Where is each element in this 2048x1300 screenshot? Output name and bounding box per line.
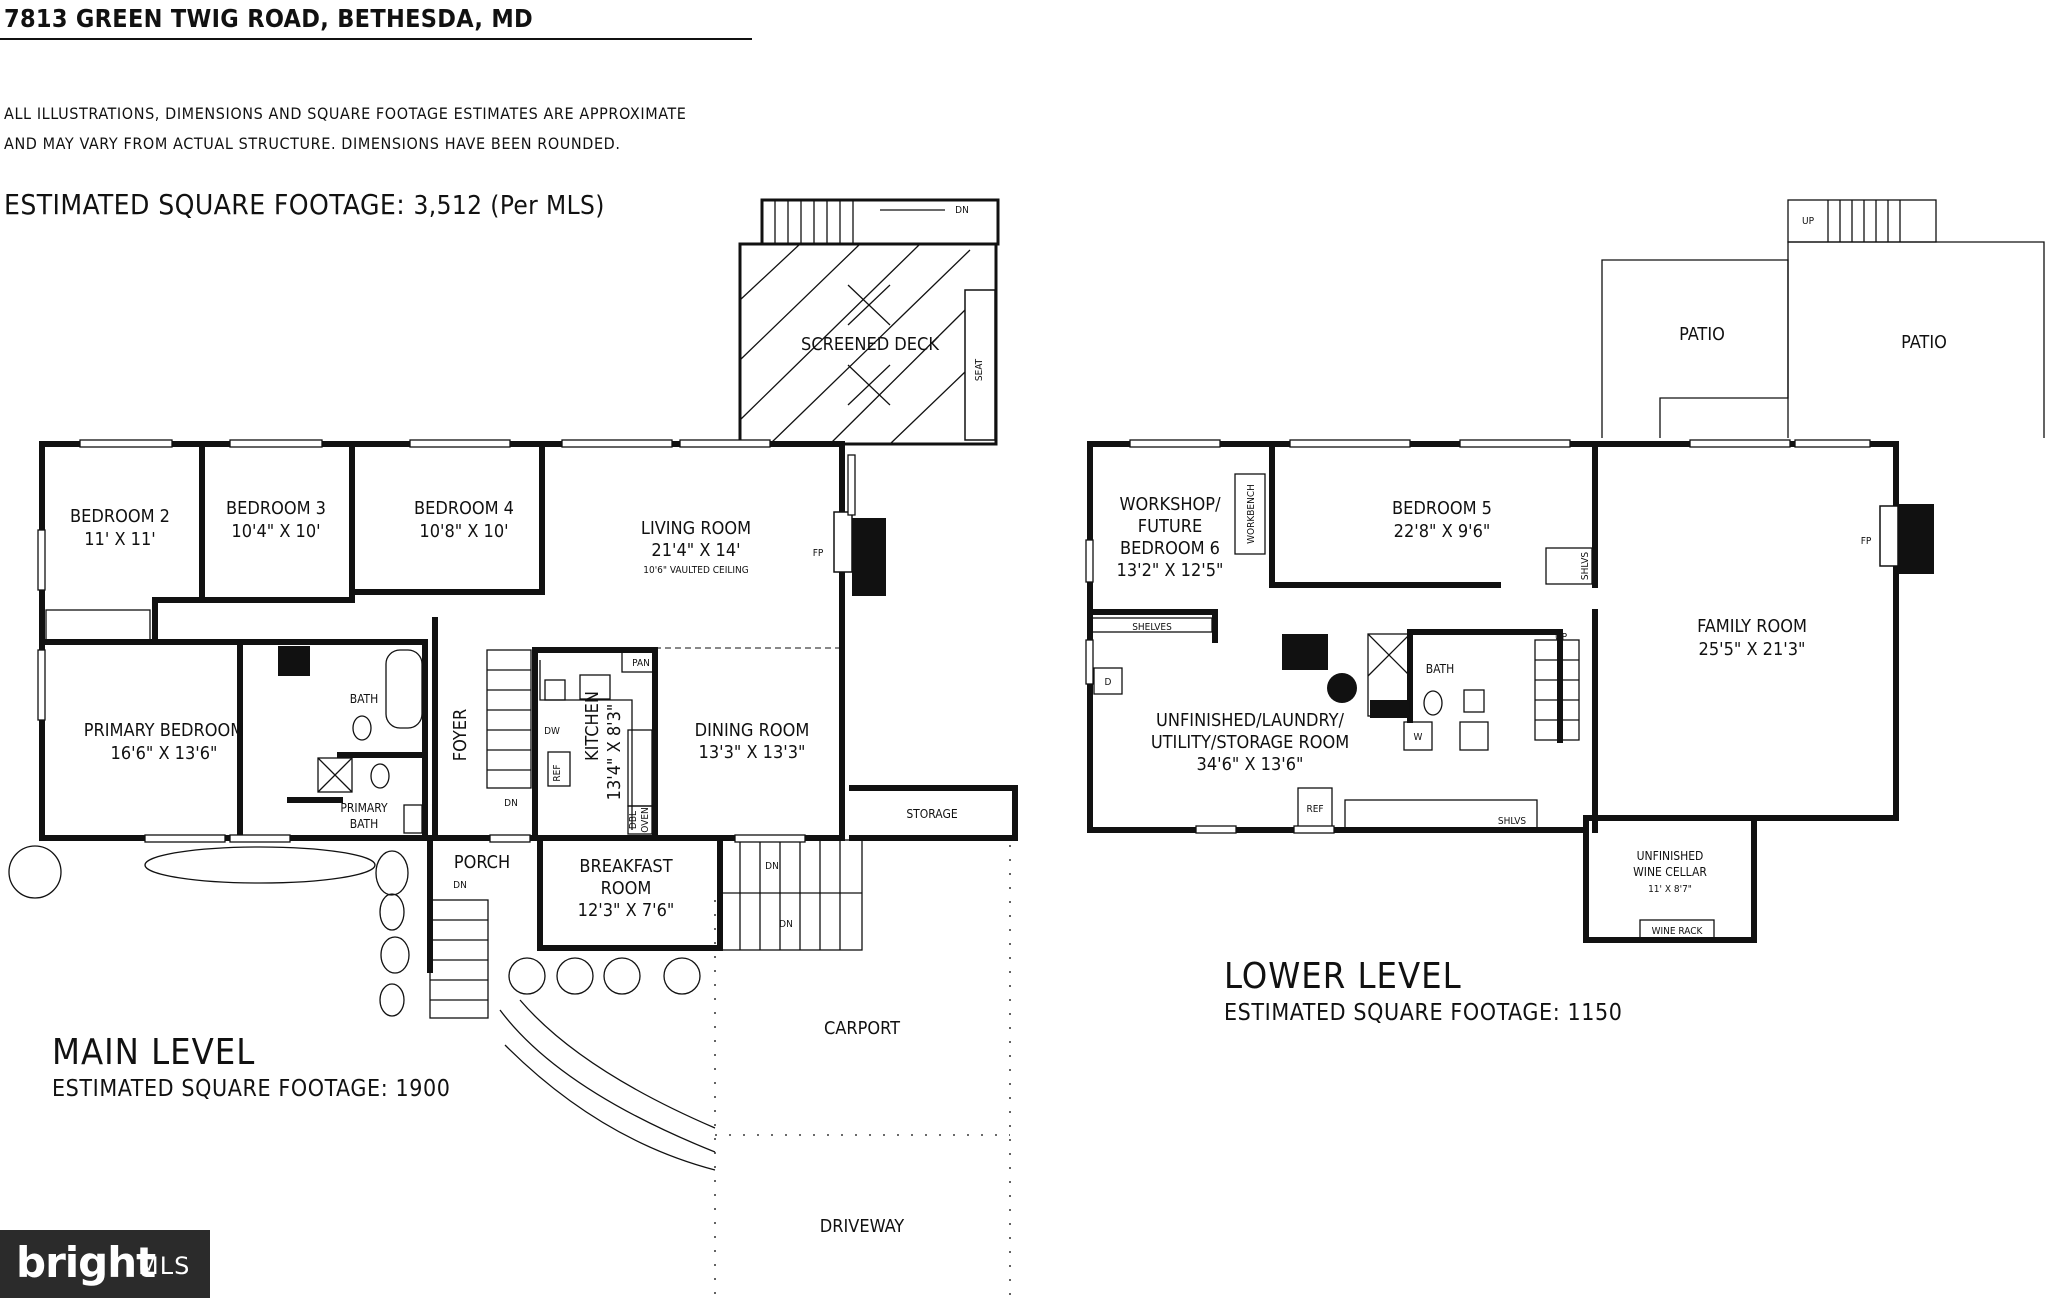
- disclaimer-line-2: AND MAY VARY FROM ACTUAL STRUCTURE. DIME…: [4, 134, 621, 153]
- stairs-down-label: DN: [504, 798, 518, 809]
- carport-label: CARPORT: [824, 1018, 900, 1039]
- room-primary-bath-line1: PRIMARY: [340, 801, 388, 815]
- toilet-icon: [352, 715, 372, 741]
- header-rule: [0, 38, 752, 40]
- room-primary-dims: 16'6" X 13'6": [111, 743, 218, 764]
- double-label: DBL: [628, 811, 639, 829]
- room-workshop-line3: BEDROOM 6: [1120, 538, 1220, 559]
- interior-stairs: [486, 649, 532, 789]
- wine-rack-label: WINE RACK: [1652, 926, 1704, 937]
- room-living-dims: 21'4" X 14': [651, 540, 740, 561]
- deck-stairs-down-label: DN: [955, 205, 969, 216]
- porch-stairs: [429, 899, 489, 1019]
- room-primary-bath-line2: BATH: [350, 817, 379, 831]
- total-sqft-value: 3,512 (Per MLS): [413, 191, 605, 221]
- room-bedroom5-name: BEDROOM 5: [1392, 498, 1492, 519]
- room-bedroom3-dims: 10'4" X 10': [231, 521, 320, 542]
- fireplace-label: FP: [813, 548, 824, 559]
- patio-right-label: PATIO: [1901, 332, 1947, 353]
- wine-cellar-walls: [1583, 815, 1757, 943]
- room-foyer-name: FOYER: [450, 709, 471, 761]
- patio-left-outline: [1601, 259, 1789, 438]
- disclaimer-line-1: ALL ILLUSTRATIONS, DIMENSIONS AND SQUARE…: [4, 104, 687, 123]
- room-bedroom2-dims: 11' X 11': [84, 529, 155, 550]
- driveway-label: DRIVEWAY: [820, 1216, 905, 1237]
- ceiling-fan-icon: [847, 284, 891, 406]
- pantry-label: PAN: [632, 658, 650, 669]
- room-wine-dims: 11' X 8'7": [1648, 884, 1692, 895]
- room-kitchen-dims: 13'4" X 8'3": [604, 704, 625, 801]
- room-bedroom2-name: BEDROOM 2: [70, 506, 170, 527]
- room-laundry-line1: UNFINISHED/LAUNDRY/: [1156, 710, 1344, 731]
- oven-label: OVEN: [640, 807, 651, 832]
- patio-stairs-up-label: UP: [1802, 216, 1815, 227]
- room-workshop-line2: FUTURE: [1138, 516, 1202, 537]
- fireplace-icon-lower: [1898, 504, 1934, 574]
- room-dining-name: DINING ROOM: [695, 720, 810, 741]
- lower-refrigerator-label: REF: [1306, 804, 1323, 815]
- room-laundry-dims: 34'6" X 13'6": [1197, 754, 1304, 775]
- bathtub-icon: [385, 649, 423, 729]
- storage-walls: [849, 785, 1018, 841]
- deck-seat: [964, 289, 996, 441]
- lower-stairs: [1534, 639, 1580, 741]
- room-breakfast-line1: BREAKFAST: [579, 856, 672, 877]
- room-kitchen-name: KITCHEN: [582, 691, 603, 761]
- side-stairs-down-label-2: DN: [779, 919, 793, 930]
- deck-stairs: [760, 198, 1000, 246]
- bedroom5-shelves-label: SHLVS: [1580, 552, 1591, 581]
- room-family-name: FAMILY ROOM: [1697, 616, 1807, 637]
- washer-label: W: [1414, 732, 1423, 743]
- room-workshop-dims: 13'2" X 12'5": [1117, 560, 1224, 581]
- dishwasher-label: DW: [544, 726, 560, 737]
- property-address: 7813 GREEN TWIG ROAD, BETHESDA, MD: [4, 4, 534, 33]
- logo-brand: bright: [16, 1238, 156, 1287]
- refrigerator-label: REF: [552, 764, 563, 781]
- lower-level-sqft: ESTIMATED SQUARE FOOTAGE: 1150: [1224, 1000, 1623, 1026]
- total-sqft-label: ESTIMATED SQUARE FOOTAGE:: [4, 188, 414, 221]
- room-bedroom4-name: BEDROOM 4: [414, 498, 514, 519]
- room-family-dims: 25'5" X 21'3": [1699, 639, 1806, 660]
- room-workshop-line1: WORKSHOP/: [1119, 494, 1221, 515]
- fireplace-icon: [852, 518, 886, 596]
- room-dining-dims: 13'3" X 13'3": [699, 742, 806, 763]
- lower-level-title: LOWER LEVEL: [1224, 956, 1462, 997]
- room-bedroom5-dims: 22'8" X 9'6": [1394, 521, 1491, 542]
- bright-mls-logo: bright MLS: [0, 1230, 210, 1298]
- main-level-plan: BEDROOM 2 11' X 11' BEDROOM 3 10'4" X 10…: [8, 198, 1018, 1298]
- room-breakfast-dims: 12'3" X 7'6": [578, 900, 675, 921]
- room-lower-bath-name: BATH: [1426, 662, 1455, 676]
- room-living-note: 10'6" VAULTED CEILING: [643, 565, 748, 576]
- main-level-title: MAIN LEVEL: [52, 1032, 256, 1073]
- walkway: [499, 999, 716, 1171]
- shrubs: [8, 845, 701, 1017]
- room-laundry-line2: UTILITY/STORAGE ROOM: [1151, 732, 1349, 753]
- total-square-footage: ESTIMATED SQUARE FOOTAGE: 3,512 (Per MLS…: [4, 188, 605, 221]
- lower-fireplace-label: FP: [1861, 536, 1872, 547]
- room-wine-line2: WINE CELLAR: [1633, 865, 1707, 879]
- shelves-label: SHELVES: [1132, 622, 1172, 633]
- lower-level-plan: WORKSHOP/ FUTURE BEDROOM 6 13'2" X 12'5"…: [1085, 199, 2045, 943]
- workbench-label: WORKBENCH: [1246, 484, 1257, 544]
- room-bath-name: BATH: [350, 692, 379, 706]
- room-breakfast-line2: ROOM: [601, 878, 652, 899]
- room-porch-name: PORCH: [454, 852, 510, 873]
- screened-deck-label: SCREENED DECK: [801, 334, 939, 355]
- side-stairs-down-label-1: DN: [765, 861, 779, 872]
- room-storage-name: STORAGE: [906, 807, 957, 821]
- room-bedroom4-dims: 10'8" X 10': [419, 521, 508, 542]
- patio-left-label: PATIO: [1679, 324, 1725, 345]
- room-bedroom3-name: BEDROOM 3: [226, 498, 326, 519]
- porch-stairs-down-label: DN: [453, 880, 467, 891]
- room-primary-name: PRIMARY BEDROOM: [84, 720, 245, 741]
- lower-shelves-label: SHLVS: [1498, 816, 1527, 827]
- room-living-name: LIVING ROOM: [641, 518, 751, 539]
- main-level-sqft: ESTIMATED SQUARE FOOTAGE: 1900: [52, 1076, 451, 1102]
- room-wine-line1: UNFINISHED: [1637, 849, 1704, 863]
- deck-seat-label: SEAT: [974, 358, 985, 381]
- logo-suffix: MLS: [138, 1252, 191, 1280]
- dryer-label: D: [1105, 677, 1112, 688]
- lower-stairs-up-label: UP: [1555, 632, 1568, 643]
